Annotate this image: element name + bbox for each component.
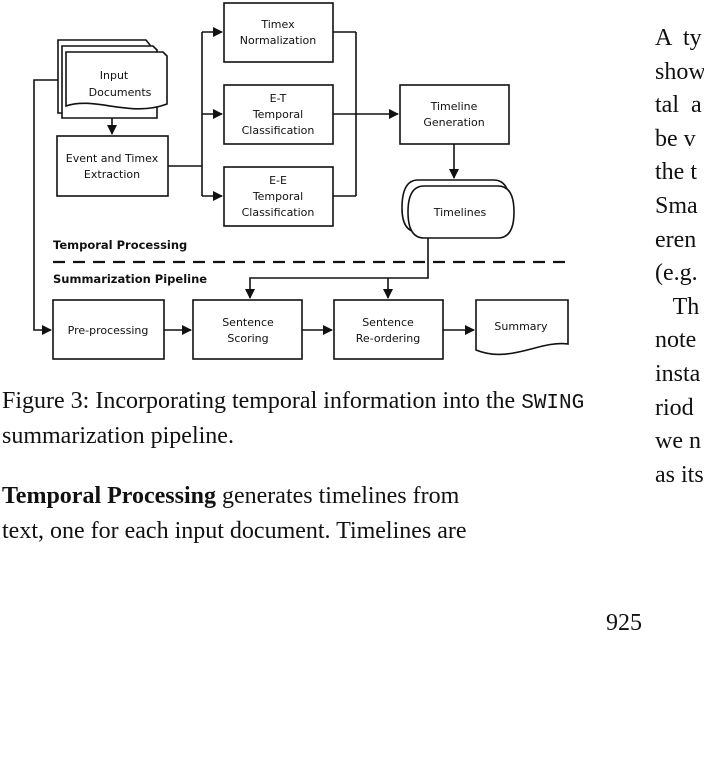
right-col-line: Sma: [655, 192, 698, 219]
right-col-line: show: [655, 58, 704, 85]
input-docs-label-1: Input: [100, 69, 129, 82]
preprocessing-label: Pre-processing: [68, 324, 149, 337]
timeline-gen-label-1: Timeline: [430, 100, 478, 113]
et-classification-box: [223, 84, 334, 145]
scoring-label-2: Scoring: [227, 332, 268, 345]
et-label-2: Temporal: [252, 108, 303, 121]
right-col-line: riod: [655, 394, 694, 421]
sentence-scoring-box: [192, 299, 303, 360]
temporal-processing-label: Temporal Processing: [53, 238, 187, 252]
timex-label-1: Timex: [260, 18, 295, 31]
page-number: 925: [606, 610, 642, 636]
right-col-line: eren: [655, 226, 697, 253]
timeline-gen-label-2: Generation: [423, 116, 484, 129]
right-col-line: be v: [655, 125, 696, 152]
ee-label-1: E-E: [269, 174, 287, 187]
et-label-3: Classification: [242, 124, 315, 137]
timex-label-2: Normalization: [240, 34, 316, 47]
right-col-line: insta: [655, 360, 701, 387]
right-col-line: tal a: [655, 92, 702, 119]
event-extraction-box: [56, 135, 169, 197]
paragraph-line-2: text, one for each input document. Timel…: [2, 518, 467, 544]
scoring-label-1: Sentence: [222, 316, 274, 329]
input-documents-box: [65, 51, 168, 110]
caption-suffix: summarization pipeline.: [2, 423, 234, 449]
extraction-label-1: Event and Timex: [66, 152, 159, 165]
timelines-box: [407, 185, 515, 239]
sentence-reordering-box: [333, 299, 444, 360]
right-column-fragment: A ty show tal a be v the t Sma eren (e.g…: [655, 22, 704, 492]
arrow-docs-to-preprocessing: [33, 79, 58, 335]
figure-caption: Figure 3: Incorporating temporal informa…: [2, 385, 606, 453]
ee-classification-box: [223, 166, 334, 227]
right-col-line: we n: [655, 428, 701, 455]
paragraph-line1-rest: generates timelines from: [216, 483, 460, 509]
caption-prefix: Figure 3: Incorporating temporal informa…: [2, 388, 522, 414]
timex-normalization-box: [223, 2, 334, 63]
extraction-label-2: Extraction: [84, 168, 140, 181]
preprocessing-box: [52, 299, 165, 360]
reordering-label-1: Sentence: [362, 316, 414, 329]
summary-label: Summary: [494, 320, 548, 333]
right-col-line: A ty: [655, 25, 702, 51]
ee-label-3: Classification: [242, 206, 315, 219]
et-label-1: E-T: [270, 92, 287, 105]
right-col-line: as its: [655, 461, 704, 488]
pipeline-diagram: Input Documents Event and Timex Extracti…: [33, 2, 570, 360]
caption-system-name: SWING: [521, 392, 585, 415]
reordering-label-2: Re-ordering: [356, 332, 420, 345]
timelines-label: Timelines: [433, 206, 487, 219]
right-col-line: (e.g.: [655, 260, 698, 287]
input-docs-label-2: Documents: [89, 86, 152, 99]
right-col-line: Th: [655, 293, 700, 320]
ee-label-2: Temporal: [252, 190, 303, 203]
paragraph-lead: Temporal Processing: [2, 483, 216, 509]
paragraph-line-1: Temporal Processing generates timelines …: [2, 480, 606, 513]
timeline-generation-box: [399, 84, 510, 145]
summary-box: [475, 299, 569, 356]
right-col-line: note: [655, 327, 697, 354]
arrow-timelines-to-scoring: [245, 238, 429, 299]
right-col-line: the t: [655, 159, 697, 186]
summarization-pipeline-label: Summarization Pipeline: [53, 272, 207, 286]
